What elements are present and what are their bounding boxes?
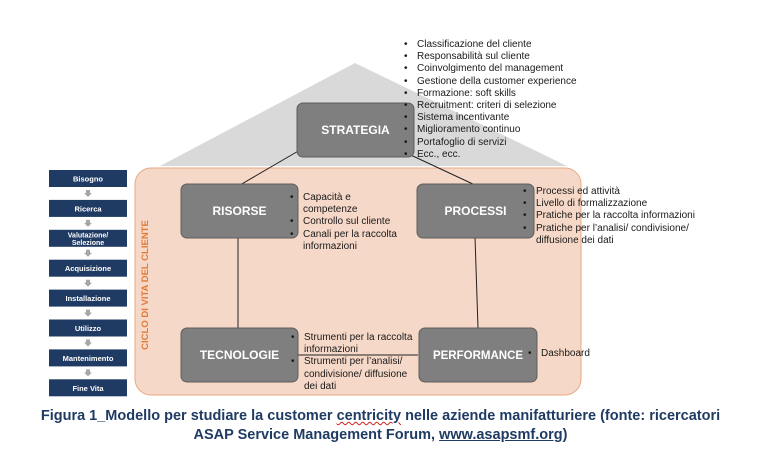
lifecycle-step-box	[49, 199, 127, 217]
lifecycle-step-label: Selezione	[72, 240, 104, 247]
caption-text: )	[562, 427, 568, 443]
lifecycle-step-label: Ricerca	[74, 204, 102, 213]
lifecycle-step-box	[49, 349, 127, 367]
bullet-item: Ecc., ecc.	[404, 149, 577, 161]
box-risorse-label: RISORSE	[212, 204, 266, 218]
bullets-processi: Processi ed attività Livello di formaliz…	[523, 186, 701, 247]
down-arrow-icon	[84, 339, 92, 347]
bullet-item: Dashboard	[528, 348, 590, 360]
caption-text: nelle aziende manifatturiere (fonte: ric…	[401, 408, 721, 424]
bullet-item: Pratiche per la raccolta informazioni	[523, 210, 701, 222]
box-tecnologie-label: TECNOLOGIE	[200, 348, 279, 362]
down-arrow-icon	[84, 309, 92, 317]
bullets-risorse: Capacità e competenze Controllo sul clie…	[290, 192, 400, 253]
lifecycle-step-label: Bisogno	[73, 175, 103, 184]
lifecycle-step-box	[49, 170, 127, 187]
bullet-item: Coinvolgimento del management	[404, 63, 577, 75]
lifecycle-step-label: Fine Vita	[72, 384, 104, 393]
lifecycle-step-box	[49, 259, 127, 277]
down-arrow-icon	[84, 279, 92, 287]
lifecycle-step-label: Valutazione/	[68, 232, 109, 239]
bullet-item: Strumenti per la raccolta informazioni	[291, 332, 419, 356]
bullets-tecnologie: Strumenti per la raccolta informazioni S…	[291, 332, 419, 393]
down-arrow-icon	[84, 249, 92, 257]
bullet-item: Strumenti per l’analisi/ condivisione/ d…	[291, 356, 419, 393]
bullet-item: Gestione della customer experience	[404, 76, 577, 88]
lifecycle-step-label: Mantenimento	[63, 354, 114, 363]
caption-text: ASAP Service Management Forum,	[193, 427, 440, 443]
bullet-item: Portafoglio di servizi	[404, 137, 577, 149]
bullet-item: Sistema incentivante	[404, 112, 577, 124]
caption-squiggle-word: centricity	[336, 408, 402, 424]
connector-strategia-risorse	[239, 149, 301, 186]
bullet-item: Capacità e competenze	[290, 192, 400, 216]
box-performance-label: PERFORMANCE	[433, 350, 523, 362]
figure-caption-line1: Figura 1_Modello per studiare la custome…	[0, 408, 761, 424]
bullet-item: Canali per la raccolta informazioni	[290, 229, 400, 253]
lifecycle-step-label: Utilizzo	[75, 324, 102, 333]
bullets-strategia: Classificazione del cliente Responsabili…	[404, 39, 577, 161]
box-strategia-label: STRATEGIA	[321, 123, 390, 137]
bullet-item: Formazione: soft skills	[404, 88, 577, 100]
bullets-performance: Dashboard	[528, 348, 590, 360]
bullet-item: Processi ed attività	[523, 186, 701, 198]
box-tecnologie: TECNOLOGIE	[180, 327, 299, 383]
down-arrow-icon	[84, 190, 92, 197]
bullet-item: Controllo sul cliente	[290, 216, 400, 228]
figure-caption-line2: ASAP Service Management Forum, www.asaps…	[0, 427, 761, 443]
lifecycle-step-label: Installazione	[65, 294, 110, 303]
box-performance: PERFORMANCE	[418, 327, 538, 383]
bullet-item: Livello di formalizzazione	[523, 198, 701, 210]
lifecycle-step-box	[49, 319, 127, 337]
bullet-item: Responsabilità sul cliente	[404, 51, 577, 63]
box-risorse: RISORSE	[180, 183, 299, 239]
lifecycle-step-label: Acquisizione	[65, 264, 111, 273]
down-arrow-icon	[84, 369, 92, 377]
bullet-item: Miglioramento continuo	[404, 124, 577, 136]
lifecycle-step-box	[49, 289, 127, 307]
box-processi-label: PROCESSI	[444, 204, 506, 218]
lifecycle-vertical-label: CICLO DI VITA DEL CLIENTE	[140, 220, 151, 350]
box-processi: PROCESSI	[416, 183, 535, 239]
bullet-item: Classificazione del cliente	[404, 39, 577, 51]
lifecycle-step-box	[49, 379, 127, 397]
bullet-item: Recruitment: criteri di selezione	[404, 100, 577, 112]
bullet-item: Pratiche per l’analisi/ condivisione/ di…	[523, 223, 701, 247]
caption-text: Figura 1_Modello per studiare la custome…	[40, 408, 337, 424]
lifecycle-step-box	[49, 229, 127, 247]
down-arrow-icon	[84, 219, 92, 227]
connector-processi-performance	[474, 236, 479, 329]
lifecycle-steps: BisognoRicercaValutazione/SelezioneAcqui…	[49, 170, 127, 397]
caption-link[interactable]: www.asapsmf.org	[439, 427, 563, 443]
box-strategia: STRATEGIA	[296, 102, 415, 158]
